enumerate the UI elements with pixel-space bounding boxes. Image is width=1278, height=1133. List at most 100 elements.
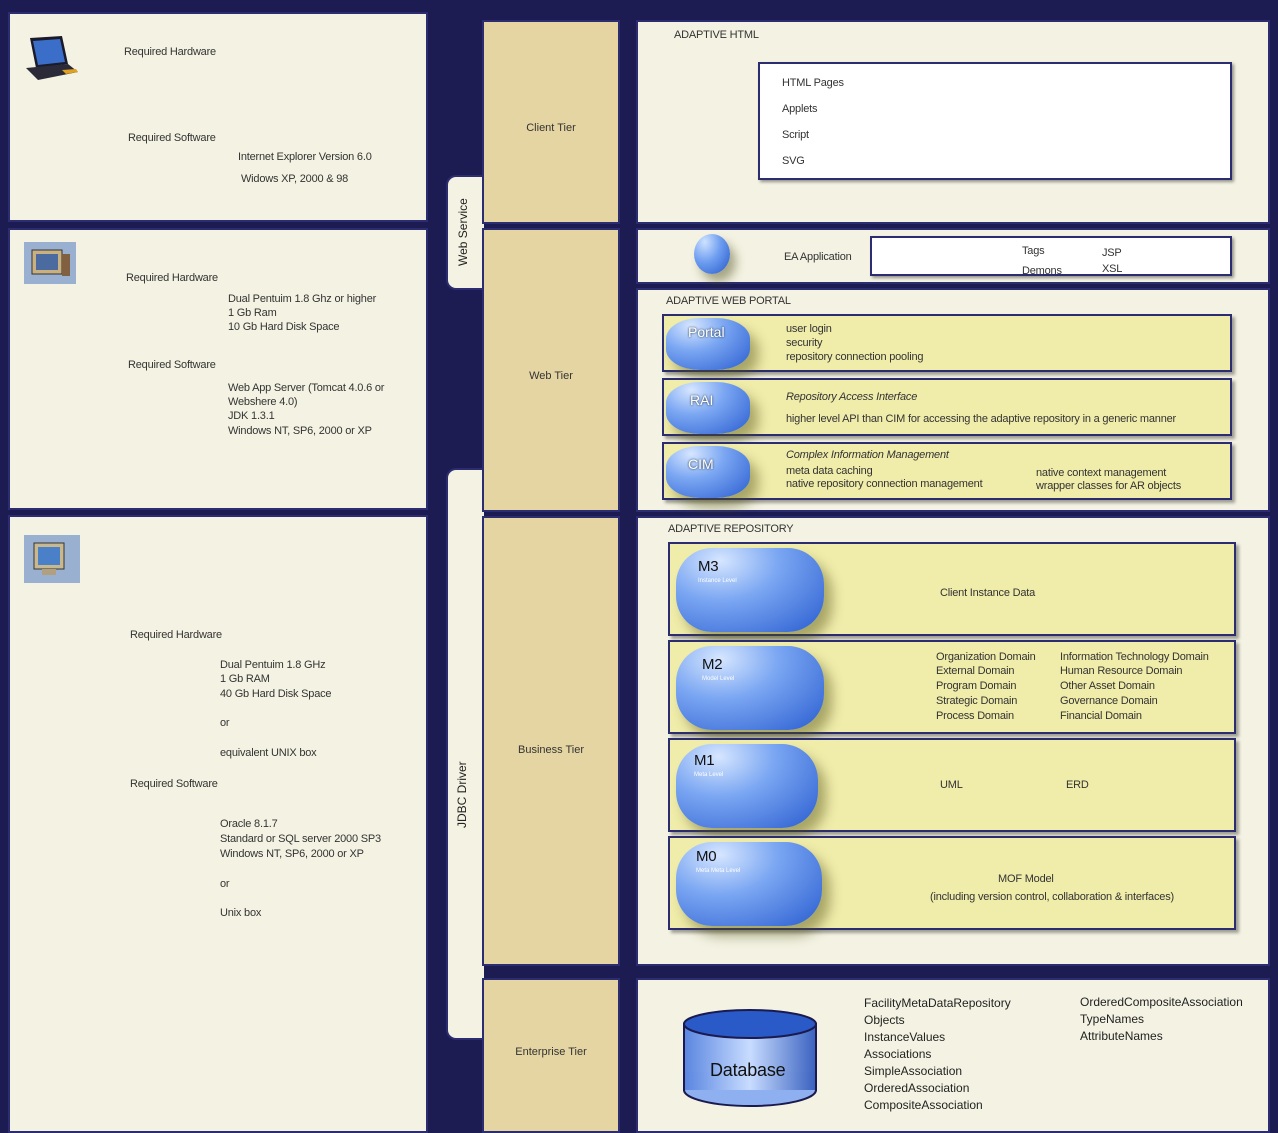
ea-application-box: Tags JSP Demons XSL: [870, 236, 1232, 277]
m2-right-2: Human Resource Domain: [1060, 665, 1183, 677]
db-right-1: OrderedCompositeAssociation: [1080, 995, 1243, 1009]
db-left-6: OrderedAssociation: [864, 1081, 970, 1095]
web-sw-label: Required Software: [128, 359, 216, 371]
web-sw-1: Web App Server (Tomcat 4.0.6 or: [228, 382, 385, 394]
database-label: Database: [710, 1060, 786, 1080]
business-tier: Business Tier: [482, 516, 620, 966]
web-tier-label: Web Tier: [529, 370, 573, 382]
ea-jsp: JSP: [1102, 247, 1122, 259]
cim-left-1: meta data caching: [786, 465, 873, 477]
m2-label: M2: [702, 656, 723, 673]
m0-line-1: MOF Model: [998, 873, 1054, 885]
m1-uml: UML: [940, 779, 963, 791]
web-sw-3: JDK 1.3.1: [228, 410, 275, 422]
ea-application-sphere: [694, 234, 730, 274]
server-sw-4: Unix box: [220, 907, 262, 919]
web-sw-2: Webshere 4.0): [228, 396, 298, 408]
client-sw-2: Widows XP, 2000 & 98: [241, 173, 349, 185]
enterprise-tier: Enterprise Tier: [482, 978, 620, 1133]
client-tier: Client Tier: [482, 20, 620, 224]
portal-line-3: repository connection pooling: [786, 351, 924, 363]
db-left-3: InstanceValues: [864, 1030, 946, 1044]
portal-label: Portal: [688, 324, 725, 340]
jdbc-driver-bracket: [446, 468, 484, 1040]
db-left-4: Associations: [864, 1047, 932, 1061]
m1-erd: ERD: [1066, 779, 1089, 791]
server-sw-3: Windows NT, SP6, 2000 or XP: [220, 848, 364, 860]
ea-tags: Tags: [1022, 245, 1045, 257]
portal-line-2: security: [786, 337, 823, 349]
cim-right-1: native context management: [1036, 467, 1167, 479]
web-tier: Web Tier: [482, 228, 620, 512]
server-or-2: or: [220, 878, 230, 890]
m2-right-3: Other Asset Domain: [1060, 680, 1155, 692]
tier-connector: [582, 966, 585, 978]
rai-pill: [666, 382, 750, 434]
m1-pill: [676, 744, 818, 828]
adaptive-web-portal-panel: ADAPTIVE WEB PORTAL Portal user login se…: [636, 288, 1270, 512]
m0-box: M0 Meta Meta Level MOF Model (including …: [668, 836, 1236, 930]
m2-left-5: Process Domain: [936, 710, 1014, 722]
db-right-2: TypeNames: [1080, 1012, 1145, 1026]
db-left-7: CompositeAssociation: [864, 1098, 983, 1112]
web-hw-label: Required Hardware: [126, 272, 218, 284]
m1-sublabel: Meta Level: [694, 772, 724, 778]
m1-box: M1 Meta Level UML ERD: [668, 738, 1236, 832]
jdbc-driver-label: JDBC Driver: [455, 761, 469, 828]
laptop-icon: [26, 36, 78, 80]
computer-icon: [24, 242, 76, 284]
db-left-1: FacilityMetaDataRepository: [864, 996, 1011, 1010]
html-item-1: HTML Pages: [782, 77, 844, 89]
m2-right-1: Information Technology Domain: [1060, 651, 1209, 663]
m0-pill: [676, 842, 822, 926]
business-tier-label: Business Tier: [517, 744, 585, 756]
database-panel: Database FacilityMetaDataRepository Obje…: [636, 978, 1270, 1133]
html-item-2: Applets: [782, 103, 818, 115]
enterprise-tier-label: Enterprise Tier: [515, 1046, 587, 1058]
m3-box: M3 Instance Level Client Instance Data: [668, 542, 1236, 636]
ea-application-label: EA Application: [784, 251, 852, 263]
cim-pill: [666, 446, 750, 498]
monitor-icon: [24, 535, 80, 583]
server-or-1: or: [220, 717, 230, 729]
web-hw-1: Dual Pentuim 1.8 Ghz or higher: [228, 293, 377, 305]
m0-label: M0: [696, 848, 717, 865]
db-left-2: Objects: [864, 1013, 905, 1027]
m2-left-4: Strategic Domain: [936, 695, 1018, 707]
repository-title: ADAPTIVE REPOSITORY: [668, 523, 794, 535]
server-hw-1: Dual Pentuim 1.8 GHz: [220, 659, 326, 671]
m2-pill: [676, 646, 824, 730]
web-hw-2: 1 Gb Ram: [228, 307, 277, 319]
adaptive-repository-panel: ADAPTIVE REPOSITORY M3 Instance Level Cl…: [636, 516, 1270, 966]
m2-left-3: Program Domain: [936, 680, 1017, 692]
m3-sublabel: Instance Level: [698, 578, 737, 584]
client-hw-label: Required Hardware: [124, 46, 216, 58]
server-hw-label: Required Hardware: [130, 629, 222, 641]
client-sw-label: Required Software: [128, 132, 216, 144]
html-item-3: Script: [782, 129, 809, 141]
client-requirements-panel: Required Hardware Required Software Inte…: [8, 12, 428, 222]
cim-right-2: wrapper classes for AR objects: [1036, 480, 1182, 492]
portal-pill: [666, 318, 750, 370]
client-sw-1: Internet Explorer Version 6.0: [238, 151, 372, 163]
m2-sublabel: Model Level: [702, 676, 735, 682]
rai-label: RAI: [690, 392, 714, 408]
m0-sublabel: Meta Meta Level: [696, 868, 741, 874]
db-right-3: AttributeNames: [1080, 1029, 1163, 1043]
adaptive-html-title: ADAPTIVE HTML: [674, 29, 759, 41]
web-requirements-panel: Required Hardware Dual Pentuim 1.8 Ghz o…: [8, 228, 428, 510]
m2-right-5: Financial Domain: [1060, 710, 1142, 722]
server-hw-3: 40 Gb Hard Disk Space: [220, 688, 332, 700]
web-sw-4: Windows NT, SP6, 2000 or XP: [228, 425, 372, 437]
cim-left-2: native repository connection management: [786, 478, 983, 490]
m3-text: Client Instance Data: [940, 587, 1036, 599]
database-icon: [683, 1009, 817, 1107]
server-sw-1: Oracle 8.1.7: [220, 818, 278, 830]
server-sw-2: Standard or SQL server 2000 SP3: [220, 833, 381, 845]
rai-title: Repository Access Interface: [786, 391, 918, 403]
ea-application-panel: EA Application Tags JSP Demons XSL: [636, 228, 1270, 284]
html-item-4: SVG: [782, 155, 805, 167]
rai-box: RAI Repository Access Interface higher l…: [662, 378, 1232, 436]
m2-right-4: Governance Domain: [1060, 695, 1158, 707]
m2-box: M2 Model Level Organization Domain Exter…: [668, 640, 1236, 734]
